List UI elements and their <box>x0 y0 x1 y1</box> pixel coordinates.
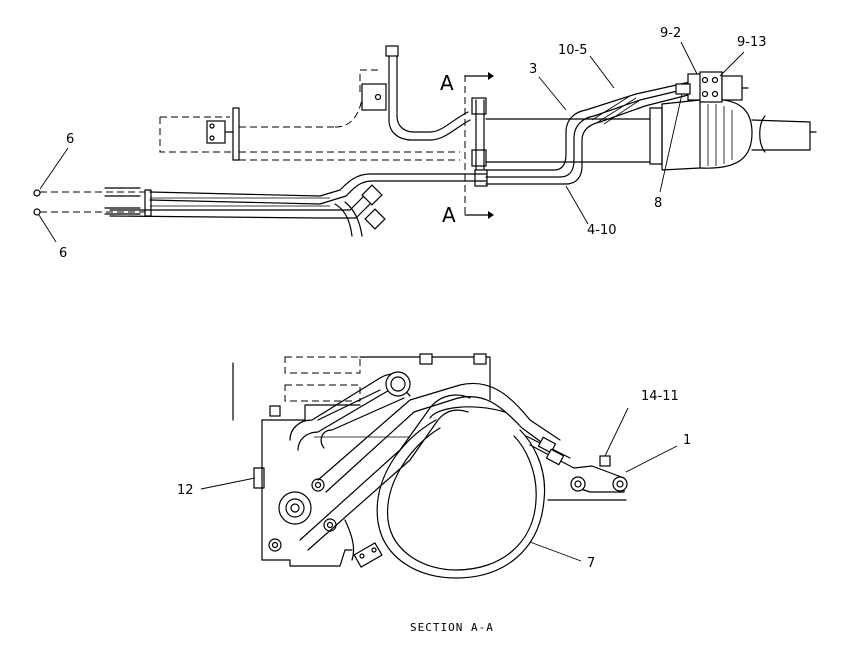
upper-hose-fitting <box>334 45 471 141</box>
section-marker-top: A <box>440 71 454 95</box>
valve-block <box>675 71 749 103</box>
callout-8: 8 <box>654 196 662 211</box>
cylinder-body <box>159 107 460 161</box>
callout-3: 3 <box>529 62 537 77</box>
callouts-section: 14-11 1 12 7 <box>177 389 691 571</box>
top-view: A A <box>33 26 817 261</box>
callout-10-5: 10-5 <box>558 43 588 58</box>
callout-9-2: 9-2 <box>660 26 681 41</box>
section-view: 14-11 1 12 7 SECTION A-A <box>177 353 691 634</box>
cylinder-barrel <box>485 98 817 171</box>
section-caption: SECTION A-A <box>410 621 494 634</box>
callout-1: 1 <box>683 433 691 448</box>
clamp-fitting <box>525 435 628 501</box>
callout-7: 7 <box>587 556 595 571</box>
callout-9-13: 9-13 <box>737 35 767 50</box>
callout-14-11: 14-11 <box>641 389 679 404</box>
callout-4-10: 4-10 <box>587 223 617 238</box>
section-cut-line <box>464 72 494 219</box>
valve-body <box>253 404 361 567</box>
callout-6-top: 6 <box>66 132 74 147</box>
callout-12: 12 <box>177 483 194 498</box>
callouts-top: 3 10-5 9-2 9-13 8 4-10 6 6 <box>38 26 767 261</box>
clamp-ring <box>344 406 546 579</box>
lower-hoses <box>33 173 487 237</box>
callout-6-bottom: 6 <box>59 246 67 261</box>
section-marker-bottom: A <box>442 203 456 227</box>
hydraulic-tubes <box>485 81 693 185</box>
section-tubes <box>289 371 561 551</box>
section-top-bars <box>284 353 491 402</box>
